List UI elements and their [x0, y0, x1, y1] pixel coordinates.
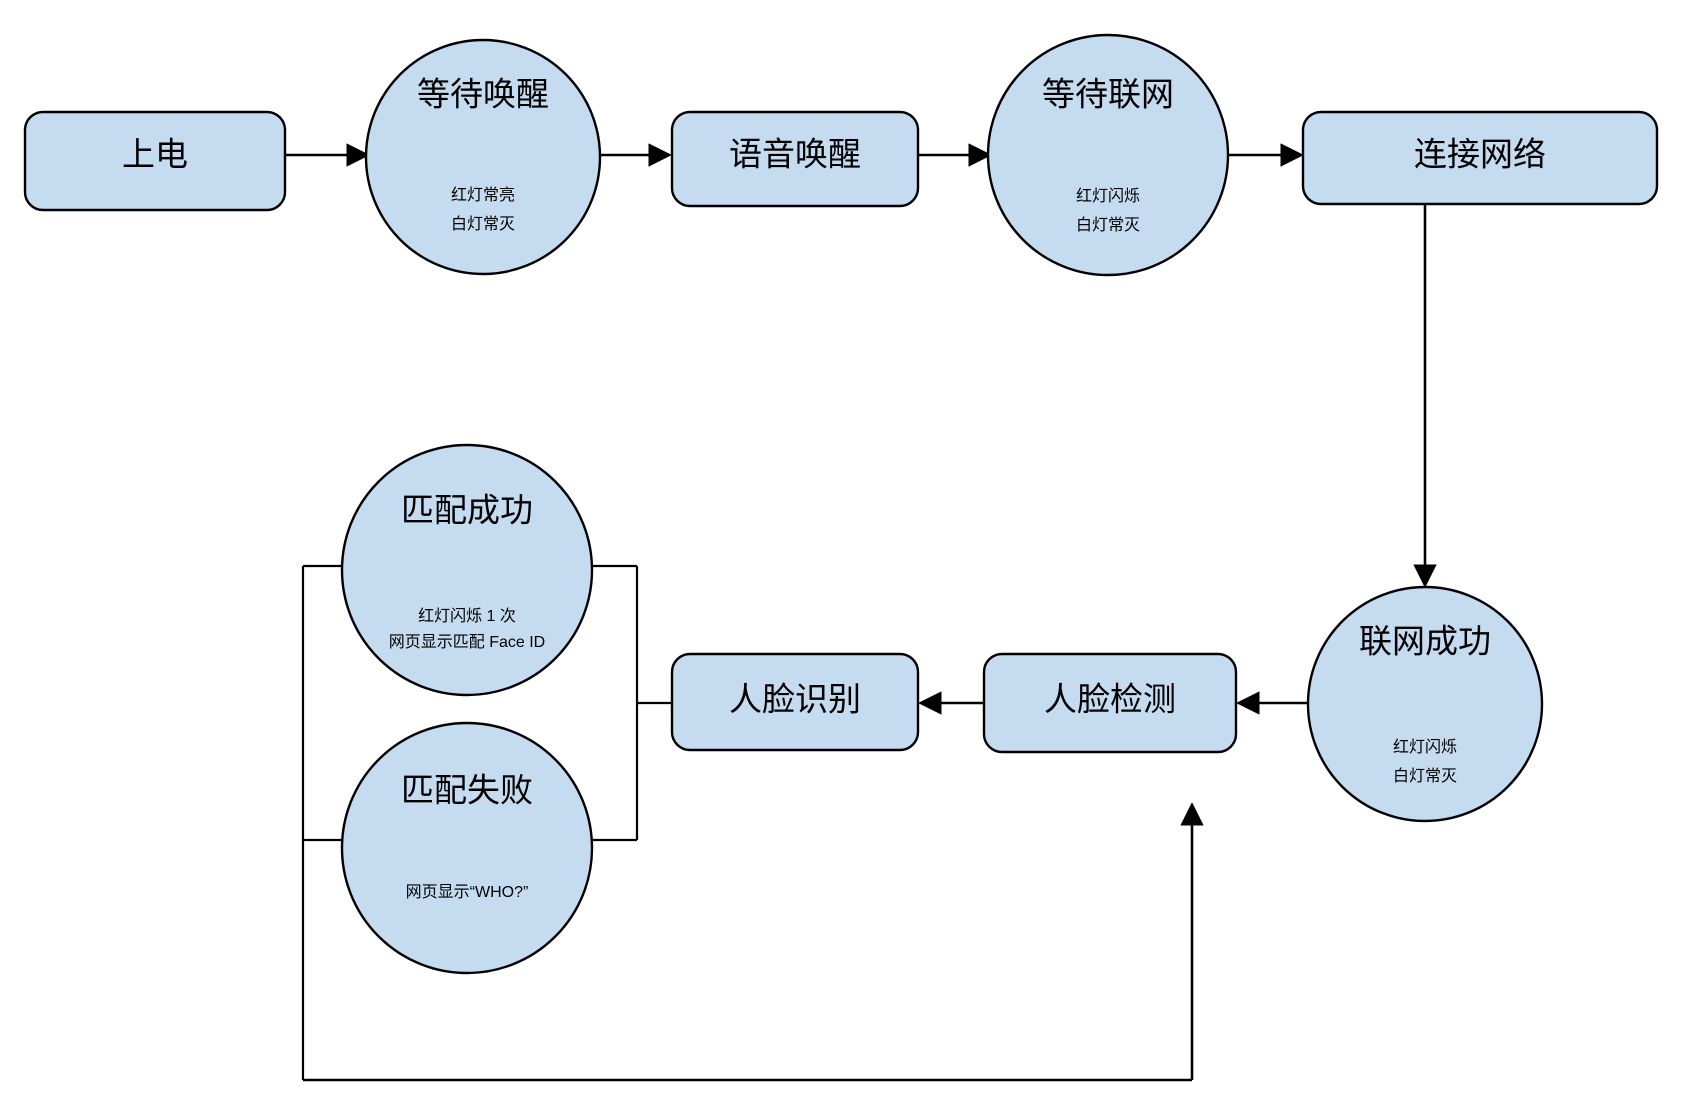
node-match-fail-sub1: 网页显示“WHO?”: [406, 884, 529, 901]
node-match-fail-shape[interactable]: [340, 721, 594, 975]
node-match-success-shape[interactable]: [340, 443, 594, 697]
node-face-recognize-shape[interactable]: [670, 652, 920, 752]
node-face-detect-shape[interactable]: [982, 652, 1238, 754]
node-face-detect[interactable]: 人脸检测: [982, 652, 1238, 754]
node-voice-wake[interactable]: 语音唤醒: [670, 110, 920, 208]
node-match-success-label: 匹配成功: [401, 492, 533, 529]
node-connect-network-label: 连接网络: [1414, 136, 1546, 173]
edge-match-fail-to-face-detect: [303, 802, 1204, 1082]
node-match-success-sub1: 红灯闪烁 1 次: [418, 607, 516, 625]
node-wait-network-sub2: 白灯常灭: [1076, 216, 1140, 234]
node-connect-network-shape[interactable]: [1301, 110, 1659, 206]
node-match-success[interactable]: 匹配成功 红灯闪烁 1 次 网页显示匹配 Face ID: [340, 443, 594, 697]
node-wait-network[interactable]: 等待联网 红灯闪烁 白灯常灭: [986, 33, 1230, 277]
node-connect-network[interactable]: 连接网络: [1301, 110, 1659, 206]
node-wait-wake-shape[interactable]: [364, 38, 602, 276]
node-wait-wake-sub2: 白灯常灭: [451, 215, 515, 233]
node-network-success-sub2: 白灯常灭: [1393, 767, 1457, 785]
node-network-success-label: 联网成功: [1359, 623, 1491, 660]
node-network-success[interactable]: 联网成功 红灯闪烁 白灯常灭: [1306, 585, 1544, 823]
node-wait-wake-sub1: 红灯常亮: [451, 186, 515, 204]
node-power-on[interactable]: 上电: [23, 110, 287, 212]
node-network-success-shape[interactable]: [1306, 585, 1544, 823]
node-match-fail-label: 匹配失败: [401, 772, 533, 809]
node-wait-network-label: 等待联网: [1042, 76, 1174, 113]
node-power-on-shape[interactable]: [23, 110, 287, 212]
node-power-on-label: 上电: [122, 136, 188, 173]
node-match-success-sub2: 网页显示匹配 Face ID: [389, 633, 545, 651]
node-voice-wake-label: 语音唤醒: [729, 136, 861, 173]
node-match-fail[interactable]: 匹配失败 网页显示“WHO?”: [340, 721, 594, 975]
node-voice-wake-shape[interactable]: [670, 110, 920, 208]
node-wait-wake-label: 等待唤醒: [417, 76, 549, 113]
node-face-recognize-label: 人脸识别: [729, 681, 861, 718]
node-face-recognize[interactable]: 人脸识别: [670, 652, 920, 752]
node-network-success-sub1: 红灯闪烁: [1393, 738, 1457, 756]
node-wait-wake[interactable]: 等待唤醒 红灯常亮 白灯常灭: [364, 38, 602, 276]
node-wait-network-shape[interactable]: [986, 33, 1230, 277]
node-wait-network-sub1: 红灯闪烁: [1076, 187, 1140, 205]
node-face-detect-label: 人脸检测: [1044, 681, 1176, 718]
